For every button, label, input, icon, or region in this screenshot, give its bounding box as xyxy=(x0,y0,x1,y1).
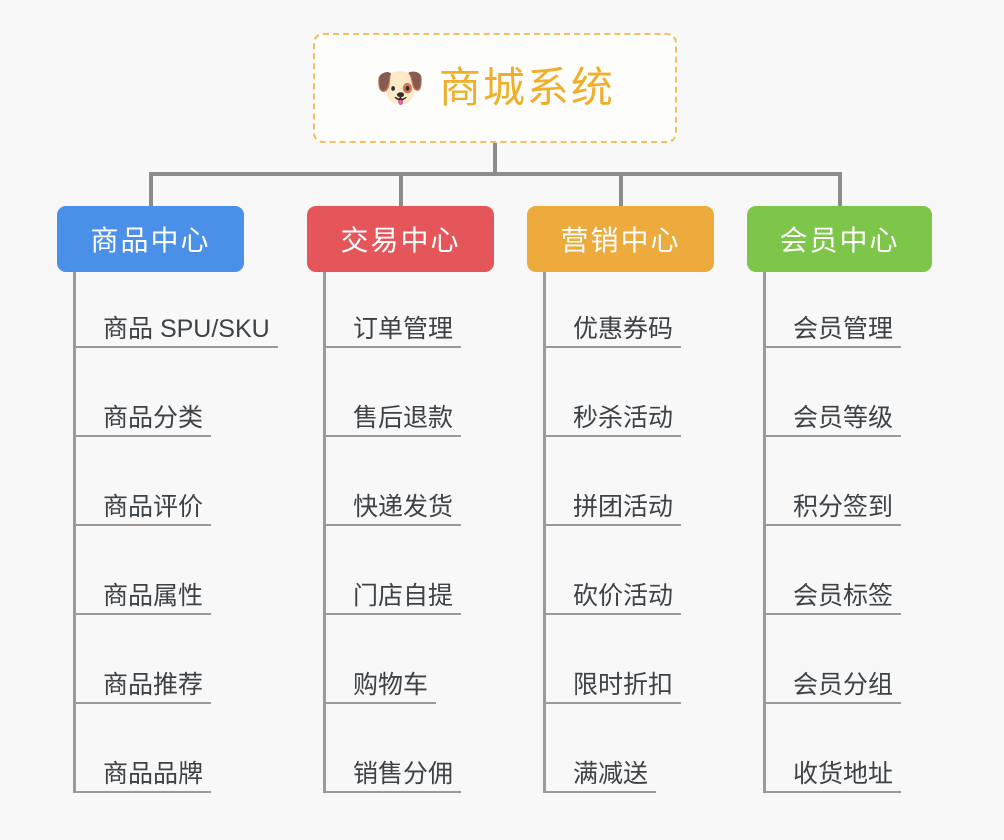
root-trunk-line xyxy=(493,143,497,172)
leaf-item-underline xyxy=(763,346,901,348)
leaf-item-underline xyxy=(543,435,681,437)
branch-drop-line-4 xyxy=(837,172,842,206)
leaf-item-label: 会员等级 xyxy=(793,404,894,432)
leaf-item-label: 满减送 xyxy=(573,760,649,788)
leaf-item-underline xyxy=(763,524,901,526)
shiba-dog-face-icon: 🐶 xyxy=(375,66,425,110)
branch-header-trade-center[interactable]: 交易中心 xyxy=(307,206,494,272)
branch-header-label: 营销中心 xyxy=(560,225,681,256)
branch-header-marketing-center[interactable]: 营销中心 xyxy=(527,206,714,272)
root-title: 商城系统 xyxy=(438,64,615,111)
leaf-item-underline xyxy=(73,524,211,526)
leaf-item-label: 砍价活动 xyxy=(573,582,674,610)
leaf-item-underline xyxy=(543,524,681,526)
leaf-item-label: 商品推荐 xyxy=(103,671,204,699)
branch-spine-marketing-center xyxy=(543,272,546,793)
leaf-item-label: 商品评价 xyxy=(103,493,204,521)
branch-header-label: 会员中心 xyxy=(779,225,900,256)
leaf-item-label: 优惠券码 xyxy=(573,315,674,343)
leaf-item-label: 销售分佣 xyxy=(353,760,454,788)
branch-header-member-center[interactable]: 会员中心 xyxy=(747,206,932,272)
leaf-item-label: 会员标签 xyxy=(793,582,894,610)
leaf-item-underline xyxy=(73,702,211,704)
leaf-item-label: 收货地址 xyxy=(793,760,894,788)
leaf-item-underline xyxy=(763,613,901,615)
leaf-item-underline xyxy=(543,791,656,793)
leaf-item-label: 门店自提 xyxy=(353,582,454,610)
leaf-item-underline xyxy=(763,791,901,793)
leaf-item-underline xyxy=(543,613,681,615)
leaf-item-underline xyxy=(73,435,211,437)
leaf-item-label: 商品 SPU/SKU xyxy=(103,315,270,343)
leaf-item-underline xyxy=(543,346,681,348)
leaf-item-underline xyxy=(323,791,461,793)
leaf-item-underline xyxy=(323,435,461,437)
leaf-item-underline xyxy=(323,346,461,348)
leaf-item-underline xyxy=(73,613,211,615)
leaf-item-label: 会员分组 xyxy=(793,671,894,699)
branch-header-label: 交易中心 xyxy=(340,225,461,256)
leaf-item-label: 秒杀活动 xyxy=(573,404,674,432)
leaf-item-label: 快递发货 xyxy=(353,493,454,521)
leaf-item-underline xyxy=(323,524,461,526)
branch-spine-product-center xyxy=(73,272,76,793)
leaf-item-label: 商品属性 xyxy=(103,582,204,610)
branch-header-label: 商品中心 xyxy=(90,225,211,256)
branch-header-product-center[interactable]: 商品中心 xyxy=(57,206,244,272)
leaf-item-label: 订单管理 xyxy=(353,315,454,343)
branch-spine-member-center xyxy=(763,272,766,793)
leaf-item-label: 商品分类 xyxy=(103,404,204,432)
branch-drop-line-2 xyxy=(398,172,403,206)
leaf-item-underline xyxy=(323,702,436,704)
leaf-item-underline xyxy=(323,613,461,615)
leaf-item-label: 拼团活动 xyxy=(573,493,674,521)
root-node[interactable]: 🐶 商城系统 xyxy=(313,33,677,143)
leaf-item-underline xyxy=(763,435,901,437)
leaf-item-label: 商品品牌 xyxy=(103,760,204,788)
branch-drop-line-1 xyxy=(148,172,153,206)
leaf-item-label: 购物车 xyxy=(353,671,429,699)
horizontal-bus-line xyxy=(150,172,840,176)
leaf-item-label: 售后退款 xyxy=(353,404,454,432)
branch-spine-trade-center xyxy=(323,272,326,793)
branch-drop-line-3 xyxy=(618,172,623,206)
leaf-item-label: 会员管理 xyxy=(793,315,894,343)
leaf-item-underline xyxy=(763,702,901,704)
leaf-item-underline xyxy=(73,791,211,793)
leaf-item-underline xyxy=(73,346,278,348)
leaf-item-underline xyxy=(543,702,681,704)
leaf-item-label: 积分签到 xyxy=(793,493,894,521)
leaf-item-label: 限时折扣 xyxy=(573,671,674,699)
